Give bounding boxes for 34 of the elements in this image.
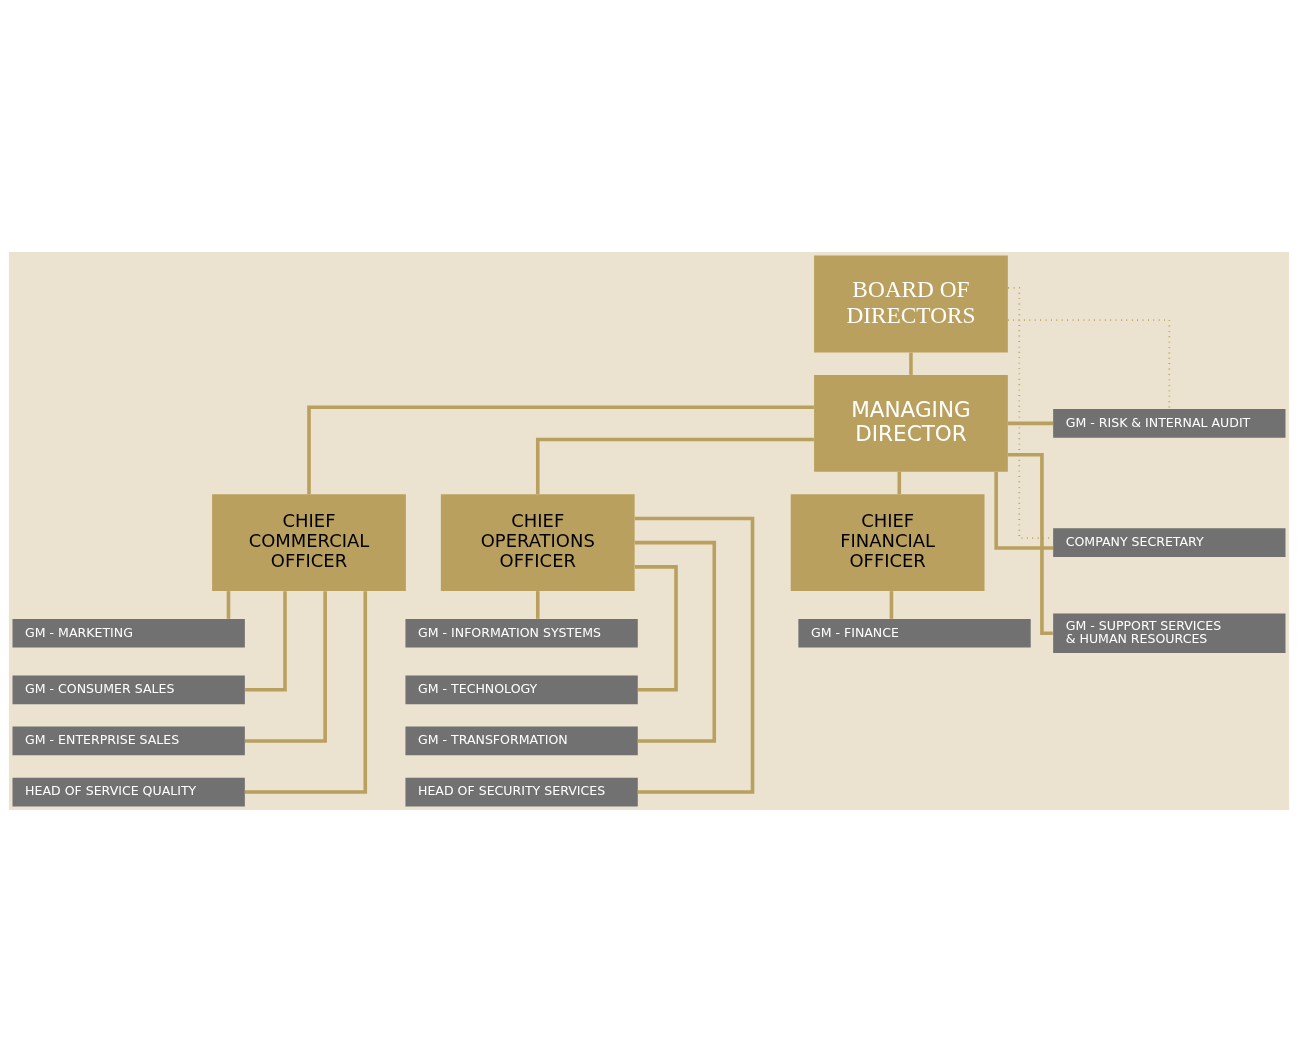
connector [889,590,894,619]
node-box: HEAD OF SERVICE QUALITY [12,777,245,806]
node-box: GM - RISK & INTERNAL AUDIT [1053,408,1286,438]
connector [1007,421,1054,425]
node-box: GM - INFORMATION SYSTEMS [405,618,638,648]
connector [1007,452,1053,635]
node-box: GM - ENTERPRISE SALES [12,726,245,755]
connector [897,471,902,494]
connector [994,471,1054,550]
connector [535,590,540,619]
node-box: HEAD OF SECURITY SERVICES [405,777,638,806]
connector [226,590,231,619]
node-box: GM - TRANSFORMATION [405,726,638,755]
node-box: CHIEF OPERATIONS OFFICER [440,493,635,591]
connector [244,590,327,743]
connector [634,564,678,692]
node-box: GM - MARKETING [12,618,245,648]
connector [244,590,368,794]
connector [909,352,913,375]
node-box: MANAGING DIRECTOR [814,374,1008,472]
connector [245,590,287,692]
node-box: GM - TECHNOLOGY [405,674,638,704]
node-box: BOARD OF DIRECTORS [814,255,1008,352]
connector [535,437,814,494]
connector [634,540,717,743]
node-box: COMPANY SECRETARY [1053,527,1286,557]
node-box: GM - FINANCE [798,618,1031,648]
node-box: CHIEF COMMERCIAL OFFICER [212,493,406,591]
node-box: GM - SUPPORT SERVICES & HUMAN RESOURCES [1053,613,1286,653]
connector [634,516,755,794]
node-box: GM - CONSUMER SALES [12,674,245,704]
connector [307,404,814,494]
connector [1007,286,1054,539]
node-box: CHIEF FINANCIAL OFFICER [790,493,985,591]
